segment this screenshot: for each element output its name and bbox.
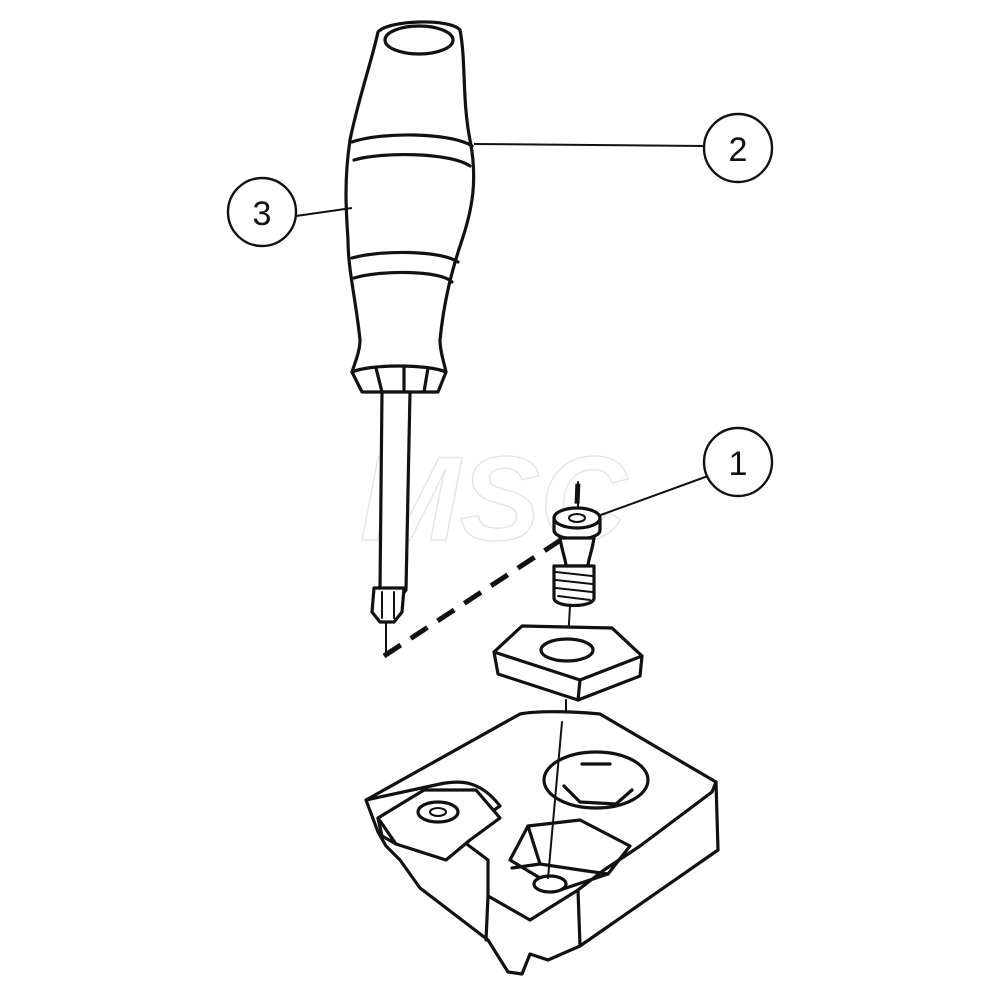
screw-threads	[555, 571, 593, 601]
callout-2-label: 2	[729, 131, 748, 169]
insert-screw-head	[416, 800, 460, 824]
insert-left-edge	[376, 816, 398, 846]
shim-corner-edge	[576, 678, 582, 702]
callout-3: 3	[226, 176, 353, 248]
ferrule-facets	[374, 364, 430, 394]
handle-top-cap	[383, 24, 455, 56]
callout-1-circle	[702, 426, 774, 498]
lower-pocket-hole	[532, 874, 568, 894]
callout-3-circle	[226, 176, 298, 248]
callout-2: 2	[473, 112, 774, 184]
callout-2-circle	[702, 112, 774, 184]
holder-pocket-left-wall	[484, 894, 490, 942]
cutting-insert	[376, 788, 502, 862]
shim-hole	[539, 637, 595, 663]
tool-holder-seat	[364, 710, 720, 976]
ferrule-top-edge	[350, 364, 448, 374]
callout-1-label: 1	[729, 445, 748, 483]
handle-band-upper	[350, 133, 474, 148]
callout-1: 1	[597, 426, 774, 517]
holder-right-top-edge	[638, 780, 718, 848]
torx-tip	[370, 586, 406, 624]
holder-left-ledge	[364, 780, 502, 838]
screwdriver-handle	[344, 20, 476, 394]
torx-tip-grooves	[381, 591, 395, 619]
screwdriver	[344, 20, 476, 653]
clamp-screw	[552, 481, 602, 641]
lower-pocket-facets	[510, 824, 610, 876]
handle-band-lower-lower	[352, 270, 454, 284]
seat-axis-line	[547, 721, 563, 879]
screw-torx-socket	[568, 513, 586, 523]
callout-3-leader	[295, 207, 353, 217]
screw-head-top	[552, 506, 602, 530]
callout-3-label: 3	[253, 195, 272, 233]
screw-neck	[558, 536, 596, 568]
shim-body	[492, 624, 644, 702]
callout-2-leader	[473, 143, 705, 147]
screwdriver-shaft	[378, 390, 412, 602]
insert-screw-socket	[429, 807, 447, 817]
upper-counterbore-inner	[562, 784, 634, 806]
handle-band-upper-lower	[352, 153, 472, 168]
upper-counterbore	[542, 750, 650, 810]
callout-1-leader	[597, 475, 709, 517]
handle-band-lower	[350, 250, 460, 264]
shim-plate	[492, 624, 644, 723]
